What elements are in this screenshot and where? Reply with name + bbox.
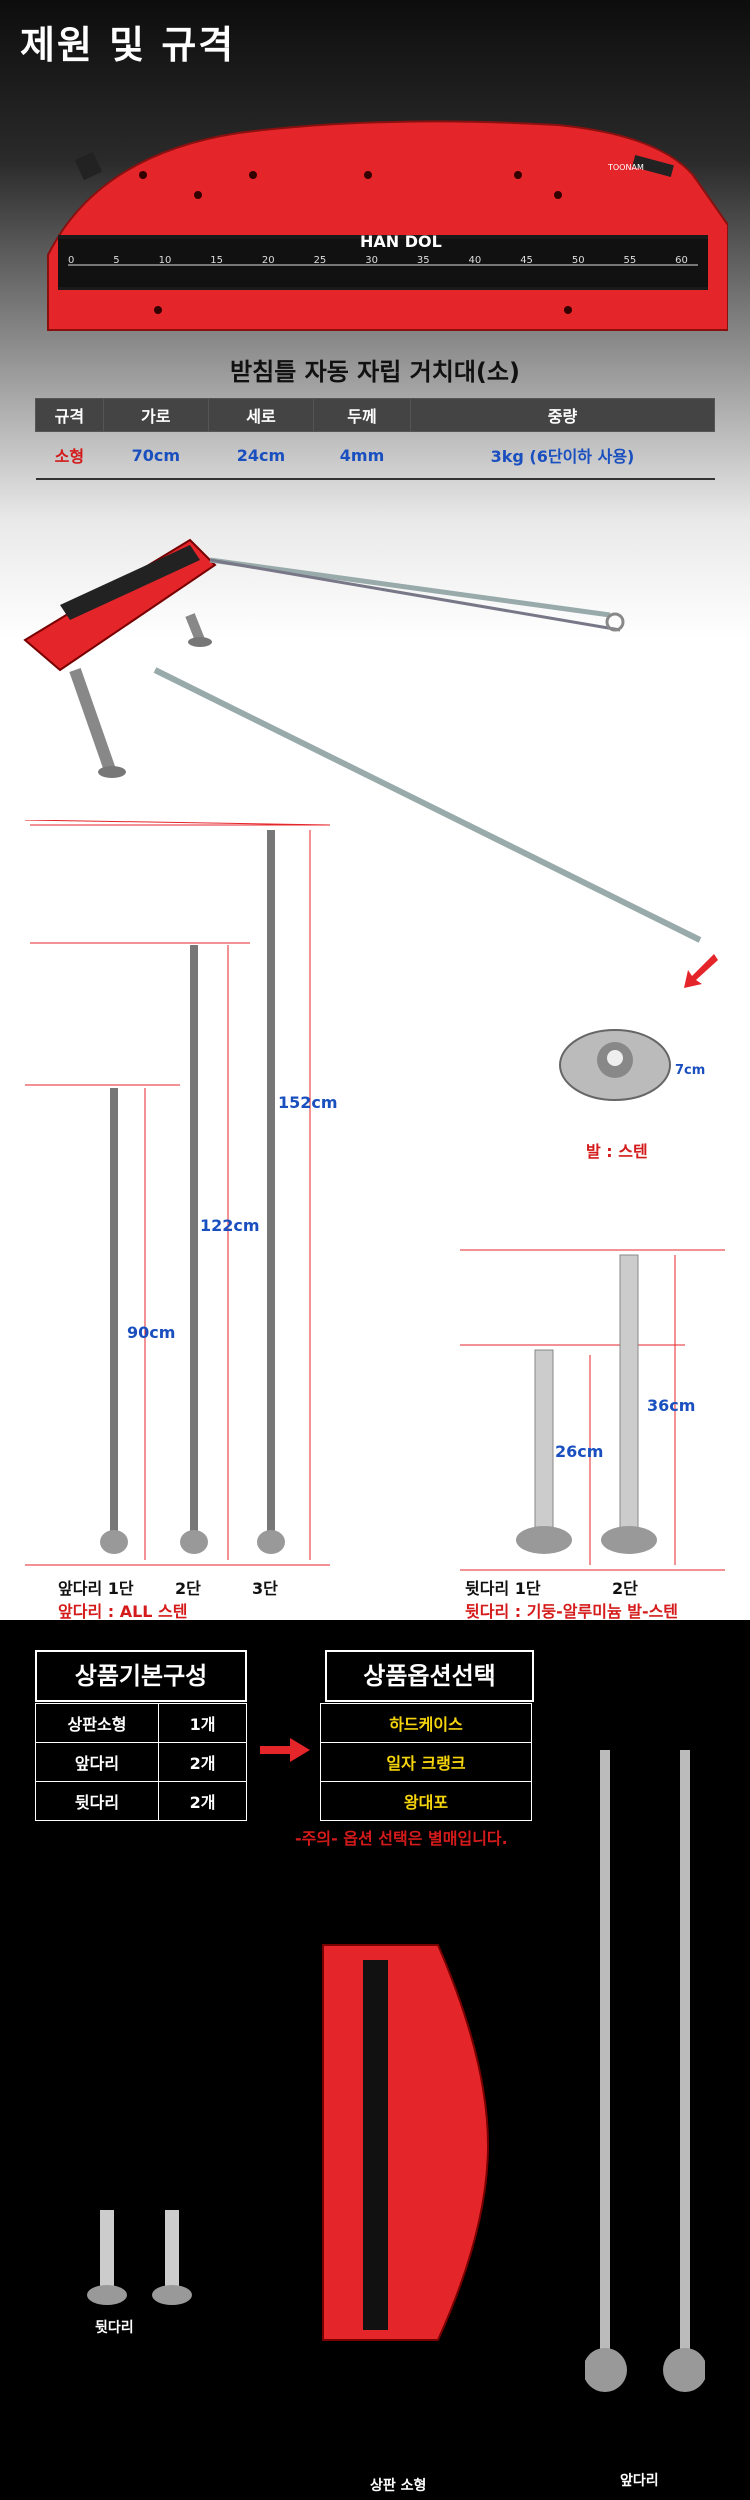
red-arrow-icon <box>684 954 718 988</box>
spec-cell: 3kg (6단이하 사용) <box>410 431 715 480</box>
ruler-tick: 15 <box>210 255 223 266</box>
front-legs-image <box>24 820 331 1566</box>
assembled-stand-image <box>23 538 702 943</box>
front-leg-label: 앞다리 1단 <box>58 1579 134 1598</box>
ruler-tick: 40 <box>468 255 482 266</box>
page-title: 제원 및 규격 <box>20 23 236 67</box>
rear-legs-photo <box>87 2210 192 2305</box>
foot-label: 발 : 스텐 <box>586 1142 648 1161</box>
ruler-tick: 0 <box>68 255 75 266</box>
ruler-tick: 25 <box>313 255 327 266</box>
ruler-tick: 60 <box>675 255 688 266</box>
ruler-tick: 10 <box>158 255 172 266</box>
table-row: 하드케이스 <box>320 1703 532 1743</box>
foot-dimension: 7cm <box>675 1063 706 1078</box>
spec-cell: 70cm <box>103 431 209 480</box>
front-leg-material: 앞다리 : ALL 스텐 <box>58 1602 188 1621</box>
spec-cell: 4mm <box>313 431 411 480</box>
item-name: 뒷다리 <box>35 1781 159 1821</box>
table-row: 앞다리 2개 <box>35 1742 247 1782</box>
ruler-tick: 50 <box>571 255 585 266</box>
item-qty: 1개 <box>158 1703 247 1743</box>
item-name: 앞다리 <box>35 1742 159 1782</box>
option-note: -주의- 옵션 선택은 별매입니다. <box>295 1829 508 1848</box>
foot-image <box>559 1029 671 1101</box>
board-photo <box>322 1944 490 2341</box>
option-table: 하드케이스 일자 크랭크 왕대포 <box>320 1703 532 1821</box>
ruler <box>58 239 708 287</box>
rear-leg-label: 뒷다리 1단 <box>465 1579 541 1598</box>
ruler-tick: 20 <box>261 255 275 266</box>
front-leg-label: 2단 <box>175 1579 201 1598</box>
front-leg-height: 90cm <box>127 1323 176 1342</box>
spec-cell: 24cm <box>208 431 314 480</box>
table-row: 상판소형 1개 <box>35 1703 247 1743</box>
item-name: 상판소형 <box>35 1703 159 1743</box>
rear-legs-photo-label: 뒷다리 <box>95 2320 134 2336</box>
front-legs-photo <box>585 1750 705 2392</box>
arrow-right-icon <box>260 1738 310 1762</box>
option-item[interactable]: 하드케이스 <box>320 1703 532 1743</box>
option-item[interactable]: 왕대포 <box>320 1781 532 1821</box>
spec-header: 두께 <box>313 398 411 432</box>
front-leg-height: 122cm <box>200 1216 260 1235</box>
option-item[interactable]: 일자 크랭크 <box>320 1742 532 1782</box>
rear-leg-height: 26cm <box>555 1442 604 1461</box>
rear-legs-image <box>460 1249 725 1571</box>
ruler-tick: 5 <box>113 255 120 266</box>
spec-header: 규격 <box>35 398 104 432</box>
spec-header: 중량 <box>409 398 716 432</box>
ruler-tick: 45 <box>520 255 533 266</box>
table-row: 뒷다리 2개 <box>35 1781 247 1821</box>
spec-cell: 소형 <box>35 431 104 480</box>
rear-leg-material: 뒷다리 : 기둥-알루미늄 발-스텐 <box>465 1602 679 1621</box>
product-name: 받침틀 자동 자립 거치대(소) <box>230 358 520 386</box>
spec-header: 세로 <box>207 398 315 432</box>
board-brand: HAN DOL <box>360 232 442 251</box>
basic-composition-table: 상판소형 1개 앞다리 2개 뒷다리 2개 <box>35 1703 247 1821</box>
rear-leg-height: 36cm <box>647 1396 696 1415</box>
ruler-ticks: 0 5 10 15 20 25 30 35 40 45 50 55 60 <box>68 255 688 266</box>
board-photo-label: 상판 소형 <box>370 2478 427 2494</box>
ruler-tick: 30 <box>365 255 378 266</box>
spec-header: 가로 <box>102 398 209 432</box>
table-row: 일자 크랭크 <box>320 1742 532 1782</box>
front-leg-height: 152cm <box>278 1093 338 1112</box>
spec-table: 규격 가로 세로 두께 중량 소형 70cm 24cm 4mm 3kg (6단이… <box>35 398 716 480</box>
item-qty: 2개 <box>158 1781 247 1821</box>
front-leg-label: 3단 <box>252 1579 278 1598</box>
board-tag: TOONAM <box>608 163 644 172</box>
item-qty: 2개 <box>158 1742 247 1782</box>
ruler-tick: 55 <box>623 255 637 266</box>
board-image <box>47 120 728 331</box>
option-title: 상품옵션선택 <box>325 1650 534 1702</box>
front-legs-photo-label: 앞다리 <box>620 2473 659 2489</box>
rear-leg-label: 2단 <box>612 1579 638 1598</box>
basic-composition-title: 상품기본구성 <box>35 1650 247 1702</box>
table-row: 왕대포 <box>320 1781 532 1821</box>
ruler-tick: 35 <box>416 255 430 266</box>
